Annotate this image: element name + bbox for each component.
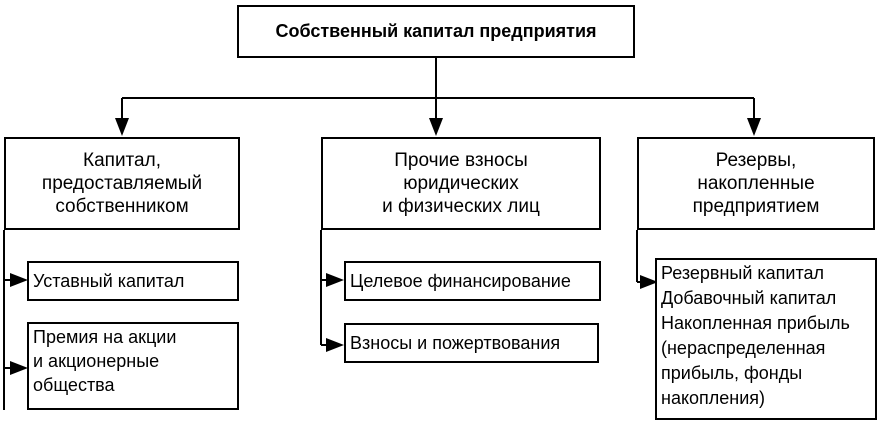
arrow-right-1a (10, 273, 28, 287)
arrow-down-1 (115, 118, 129, 136)
category-node-3: Резервы, накопленные предприятием (637, 137, 875, 230)
arrow-down-2 (429, 118, 443, 136)
leaf-node-2b: Взносы и пожертвования (344, 323, 599, 363)
leaf-node-1b: Премия на акции и акционерные общества (27, 322, 239, 410)
arrow-right-1b (10, 361, 28, 375)
arrow-right-2b (326, 338, 344, 352)
category-label-3: Резервы, накопленные предприятием (692, 150, 820, 217)
arrow-down-3 (747, 118, 761, 136)
root-node: Собственный капитал предприятия (237, 5, 635, 58)
category-label-2: Прочие взносы юридических и физических л… (382, 150, 540, 217)
leaf-node-1a: Уставный капитал (27, 261, 239, 301)
arrow-right-2a (326, 273, 344, 287)
category-node-1: Капитал, предоставляемый собственником (4, 137, 240, 230)
category-label-1: Капитал, предоставляемый собственником (41, 150, 203, 217)
leaf-node-3a: Резервный капитал Добавочный капитал Нак… (655, 258, 877, 420)
category-node-2: Прочие взносы юридических и физических л… (321, 137, 601, 230)
root-label: Собственный капитал предприятия (275, 21, 597, 41)
leaf-node-2a: Целевое финансирование (344, 261, 601, 301)
arrow-right-3a (640, 275, 658, 289)
